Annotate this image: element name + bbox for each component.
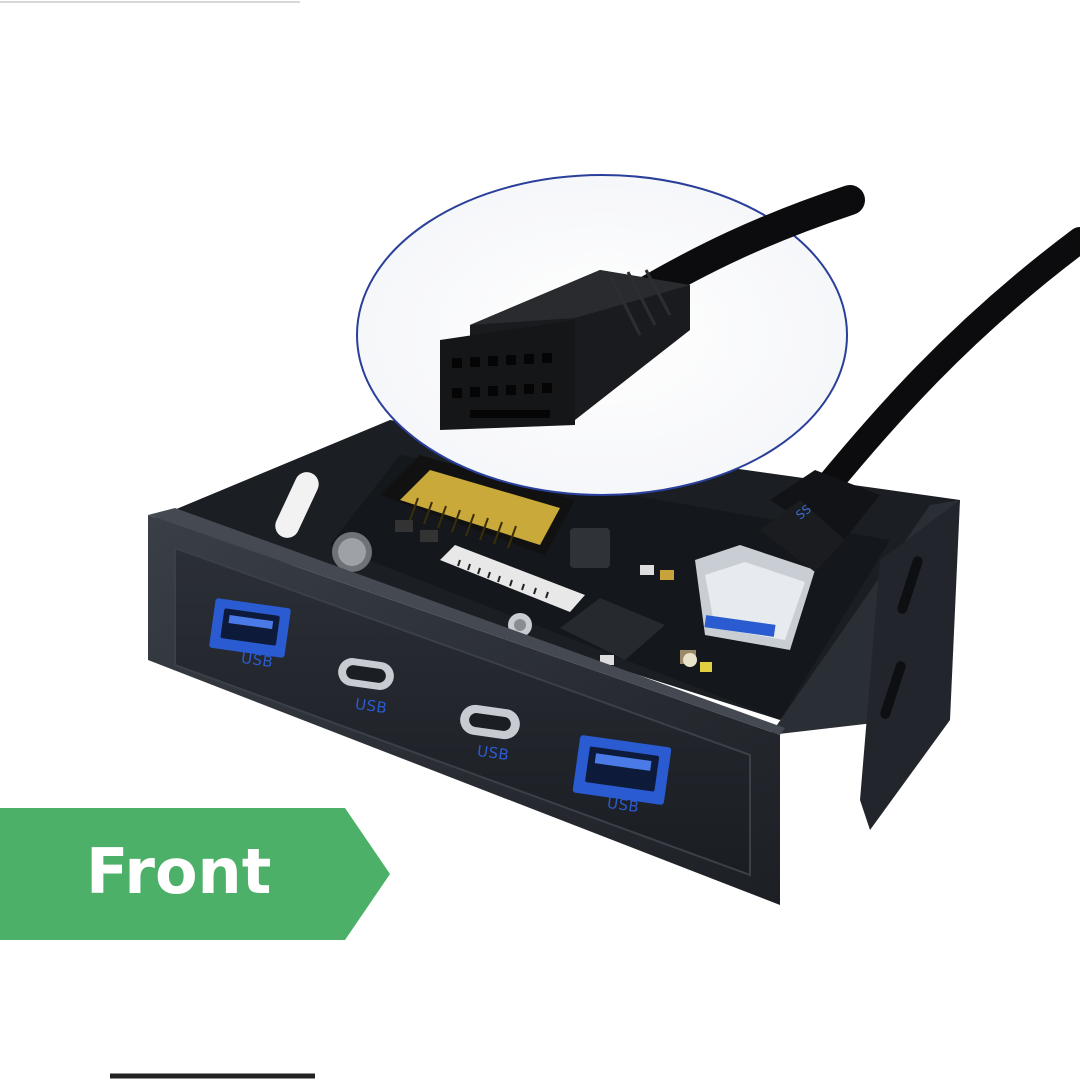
zoom-inset xyxy=(356,174,865,496)
circuit-board xyxy=(330,455,890,720)
header-plug-icon xyxy=(440,269,690,430)
cable xyxy=(787,227,1080,533)
usb-a-port-2 xyxy=(572,735,672,805)
usb-c-port-2 xyxy=(460,704,520,740)
banner-arrow xyxy=(0,808,390,940)
usb-a-port-1 xyxy=(209,598,291,658)
banner-label: Front xyxy=(86,835,272,908)
usb3-plug: SS xyxy=(760,470,880,572)
usb-c-port-1 xyxy=(338,658,394,690)
